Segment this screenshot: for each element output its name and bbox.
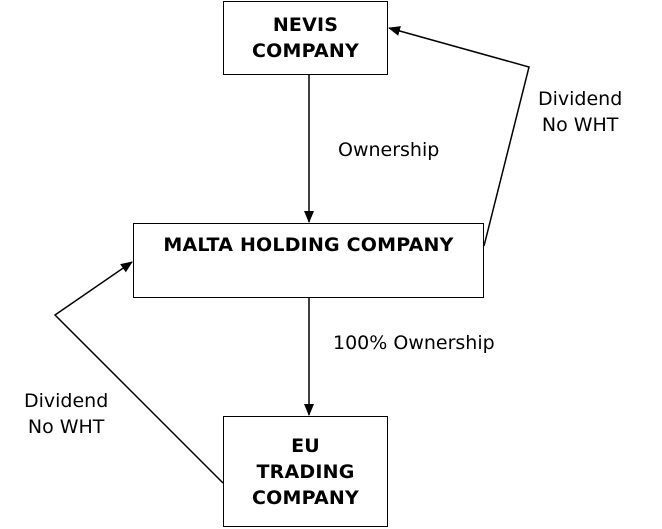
eu-trading-company-box: EU TRADING COMPANY <box>223 416 388 527</box>
eu-trading-company-line-3: COMPANY <box>252 486 359 509</box>
eu-trading-company-line-2: TRADING <box>256 460 355 483</box>
dividend-right-label: Dividend No WHT <box>538 86 622 138</box>
nevis-company-line-2: COMPANY <box>252 40 359 62</box>
dividend-right-line-2: No WHT <box>541 114 619 136</box>
eu-trading-company-line-1: EU <box>291 434 320 457</box>
dividend-left-line-1: Dividend <box>24 390 109 412</box>
dividend-left-line-2: No WHT <box>27 416 105 438</box>
dividend-left-label: Dividend No WHT <box>24 388 108 440</box>
nevis-company-line-1: NEVIS <box>272 14 339 36</box>
ownership-100-label: 100% Ownership <box>333 332 495 354</box>
dividend-right-line-1: Dividend <box>538 88 623 110</box>
ownership-label: Ownership <box>338 139 440 161</box>
malta-holding-company-box: MALTA HOLDING COMPANY <box>133 223 484 298</box>
malta-holding-company-label: MALTA HOLDING COMPANY <box>163 234 454 256</box>
dividend-left-arrow <box>53 261 224 484</box>
nevis-company-box: NEVIS COMPANY <box>223 1 388 75</box>
dividend-right-arrow <box>388 26 530 247</box>
